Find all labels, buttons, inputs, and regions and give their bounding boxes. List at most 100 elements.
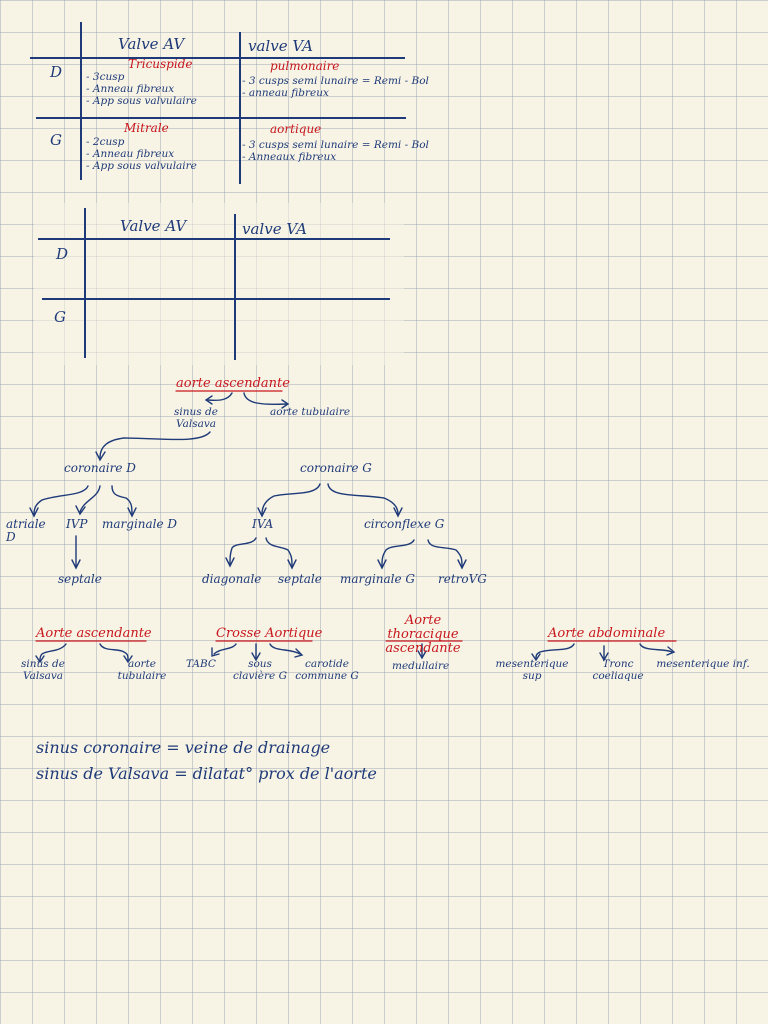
arrow bbox=[427, 539, 463, 567]
table2-row-d: D bbox=[56, 245, 69, 263]
list-item: - Anneau fibreux bbox=[86, 83, 175, 95]
aortique-list: - 3 cusps semi lunaire = Remi - Bol - An… bbox=[242, 139, 429, 163]
tree-sinus: sinus de Valsava bbox=[174, 406, 218, 430]
arrow bbox=[33, 485, 89, 515]
table1-row-divider bbox=[36, 117, 406, 119]
arrow bbox=[207, 392, 233, 402]
aortique-title: aortique bbox=[270, 122, 322, 136]
tree-atriale: atriale D bbox=[6, 517, 46, 544]
arrow bbox=[251, 652, 261, 662]
arrow bbox=[531, 653, 541, 662]
table2-col-av: Valve AV bbox=[120, 217, 187, 235]
group-crosse-title: Crosse Aortique bbox=[216, 626, 323, 641]
valve-table-empty bbox=[34, 203, 404, 365]
arrow bbox=[287, 559, 297, 570]
list-item: - 2cusp bbox=[86, 136, 125, 148]
pulmonaire-list: - 3 cusps semi lunaire = Remi - Bol - an… bbox=[242, 75, 429, 99]
tree-circonflexe: circonflexe G bbox=[364, 517, 445, 531]
table2-left-divider bbox=[84, 208, 86, 358]
table2-col-va: valve VA bbox=[242, 220, 307, 238]
arrow bbox=[99, 431, 211, 459]
group-abdominale-branch: Tronc coeliaque bbox=[592, 658, 644, 682]
tree-coronaire-g: coronaire G bbox=[300, 461, 372, 475]
tree-marginale-d: marginale D bbox=[102, 517, 178, 531]
arrow bbox=[381, 539, 415, 567]
group-thoracique-branch: medullaire bbox=[392, 660, 450, 672]
arrow bbox=[393, 507, 403, 518]
table2-header-line bbox=[38, 238, 390, 240]
arrow bbox=[327, 483, 399, 515]
list-item: - Anneau fibreux bbox=[86, 148, 175, 160]
arrow bbox=[639, 643, 673, 653]
table2-row-divider bbox=[42, 298, 390, 300]
arrow bbox=[211, 647, 220, 657]
note-line: sinus de Valsava = dilatat° prox de l'ao… bbox=[36, 764, 377, 783]
group-abdominale-branch: mesenterique sup bbox=[495, 658, 569, 682]
arrow bbox=[666, 646, 676, 656]
arrow bbox=[229, 537, 257, 565]
arrow bbox=[535, 643, 575, 659]
table1-left-divider bbox=[80, 22, 82, 180]
mitrale-title: Mitrale bbox=[124, 121, 169, 135]
group-thoracique-title: Aorte thoracique ascendante bbox=[385, 613, 461, 656]
table1-header-line bbox=[30, 57, 405, 59]
table2-middle-divider bbox=[234, 214, 236, 360]
list-item: - App sous valvulaire bbox=[86, 95, 197, 107]
list-item: - 3cusp bbox=[86, 71, 125, 83]
tricuspide-title: Tricuspide bbox=[128, 57, 193, 71]
tree-diagonale: diagonale bbox=[202, 572, 262, 586]
arrow bbox=[123, 655, 133, 664]
arrow bbox=[265, 537, 293, 567]
arrow bbox=[294, 648, 304, 658]
group-ascendante-branch: sinus de Valsava bbox=[21, 658, 65, 682]
arrow bbox=[261, 483, 321, 515]
group-crosse-branch: TABC bbox=[186, 658, 216, 670]
tree-septale-d: septale bbox=[58, 572, 102, 586]
arrow bbox=[417, 650, 427, 660]
arrow bbox=[35, 655, 45, 664]
table1-row-d: D bbox=[50, 63, 63, 81]
arrow bbox=[95, 451, 106, 462]
arrow bbox=[599, 652, 609, 662]
table1-col-va: valve VA bbox=[248, 37, 313, 55]
tree-iva: IVA bbox=[252, 517, 274, 531]
arrow bbox=[79, 485, 101, 513]
arrow bbox=[29, 507, 39, 518]
arrow bbox=[281, 399, 290, 409]
group-crosse-branch: sous clavière G bbox=[233, 658, 287, 682]
table1-col-av: Valve AV bbox=[118, 35, 185, 53]
list-item: - 3 cusps semi lunaire = Remi - Bol bbox=[242, 139, 429, 151]
arrow bbox=[213, 643, 237, 655]
arrow bbox=[243, 392, 287, 405]
group-ascendante-branch: aorte tubulaire bbox=[117, 658, 167, 682]
tricuspide-list: - 3cusp - Anneau fibreux - App sous valv… bbox=[86, 71, 197, 107]
table1-middle-divider bbox=[239, 32, 241, 184]
tree-marginale-g: marginale G bbox=[340, 572, 416, 586]
arrow bbox=[257, 507, 267, 518]
group-crosse-branch: carotide commune G bbox=[295, 658, 359, 682]
table2-row-g: G bbox=[54, 308, 66, 326]
group-ascendante-title: Aorte ascendante bbox=[36, 626, 152, 641]
tree-septale-g: septale bbox=[278, 572, 322, 586]
tree-root: aorte ascendante bbox=[176, 376, 290, 391]
note-line: sinus coronaire = veine de drainage bbox=[36, 738, 331, 757]
list-item: - anneau fibreux bbox=[242, 87, 329, 99]
arrow bbox=[127, 507, 137, 518]
arrow bbox=[75, 505, 86, 516]
arrow bbox=[269, 643, 301, 655]
arrow bbox=[457, 559, 467, 570]
tree-coronaire-d: coronaire D bbox=[64, 461, 136, 475]
table1-row-g: G bbox=[50, 131, 62, 149]
tree-tubulaire: aorte tubulaire bbox=[270, 406, 351, 418]
group-abdominale-branch: mesenterique inf. bbox=[656, 658, 750, 670]
arrow bbox=[377, 559, 387, 570]
arrow bbox=[111, 485, 133, 515]
arrow bbox=[99, 643, 129, 661]
pulmonaire-title: pulmonaire bbox=[270, 59, 340, 73]
tree-ivp: IVP bbox=[66, 517, 88, 531]
arrow bbox=[71, 559, 81, 570]
list-item: - 3 cusps semi lunaire = Remi - Bol bbox=[242, 75, 429, 87]
tree-retro: retroVG bbox=[438, 572, 487, 586]
group-abdominale-title: Aorte abdominale bbox=[548, 626, 666, 641]
